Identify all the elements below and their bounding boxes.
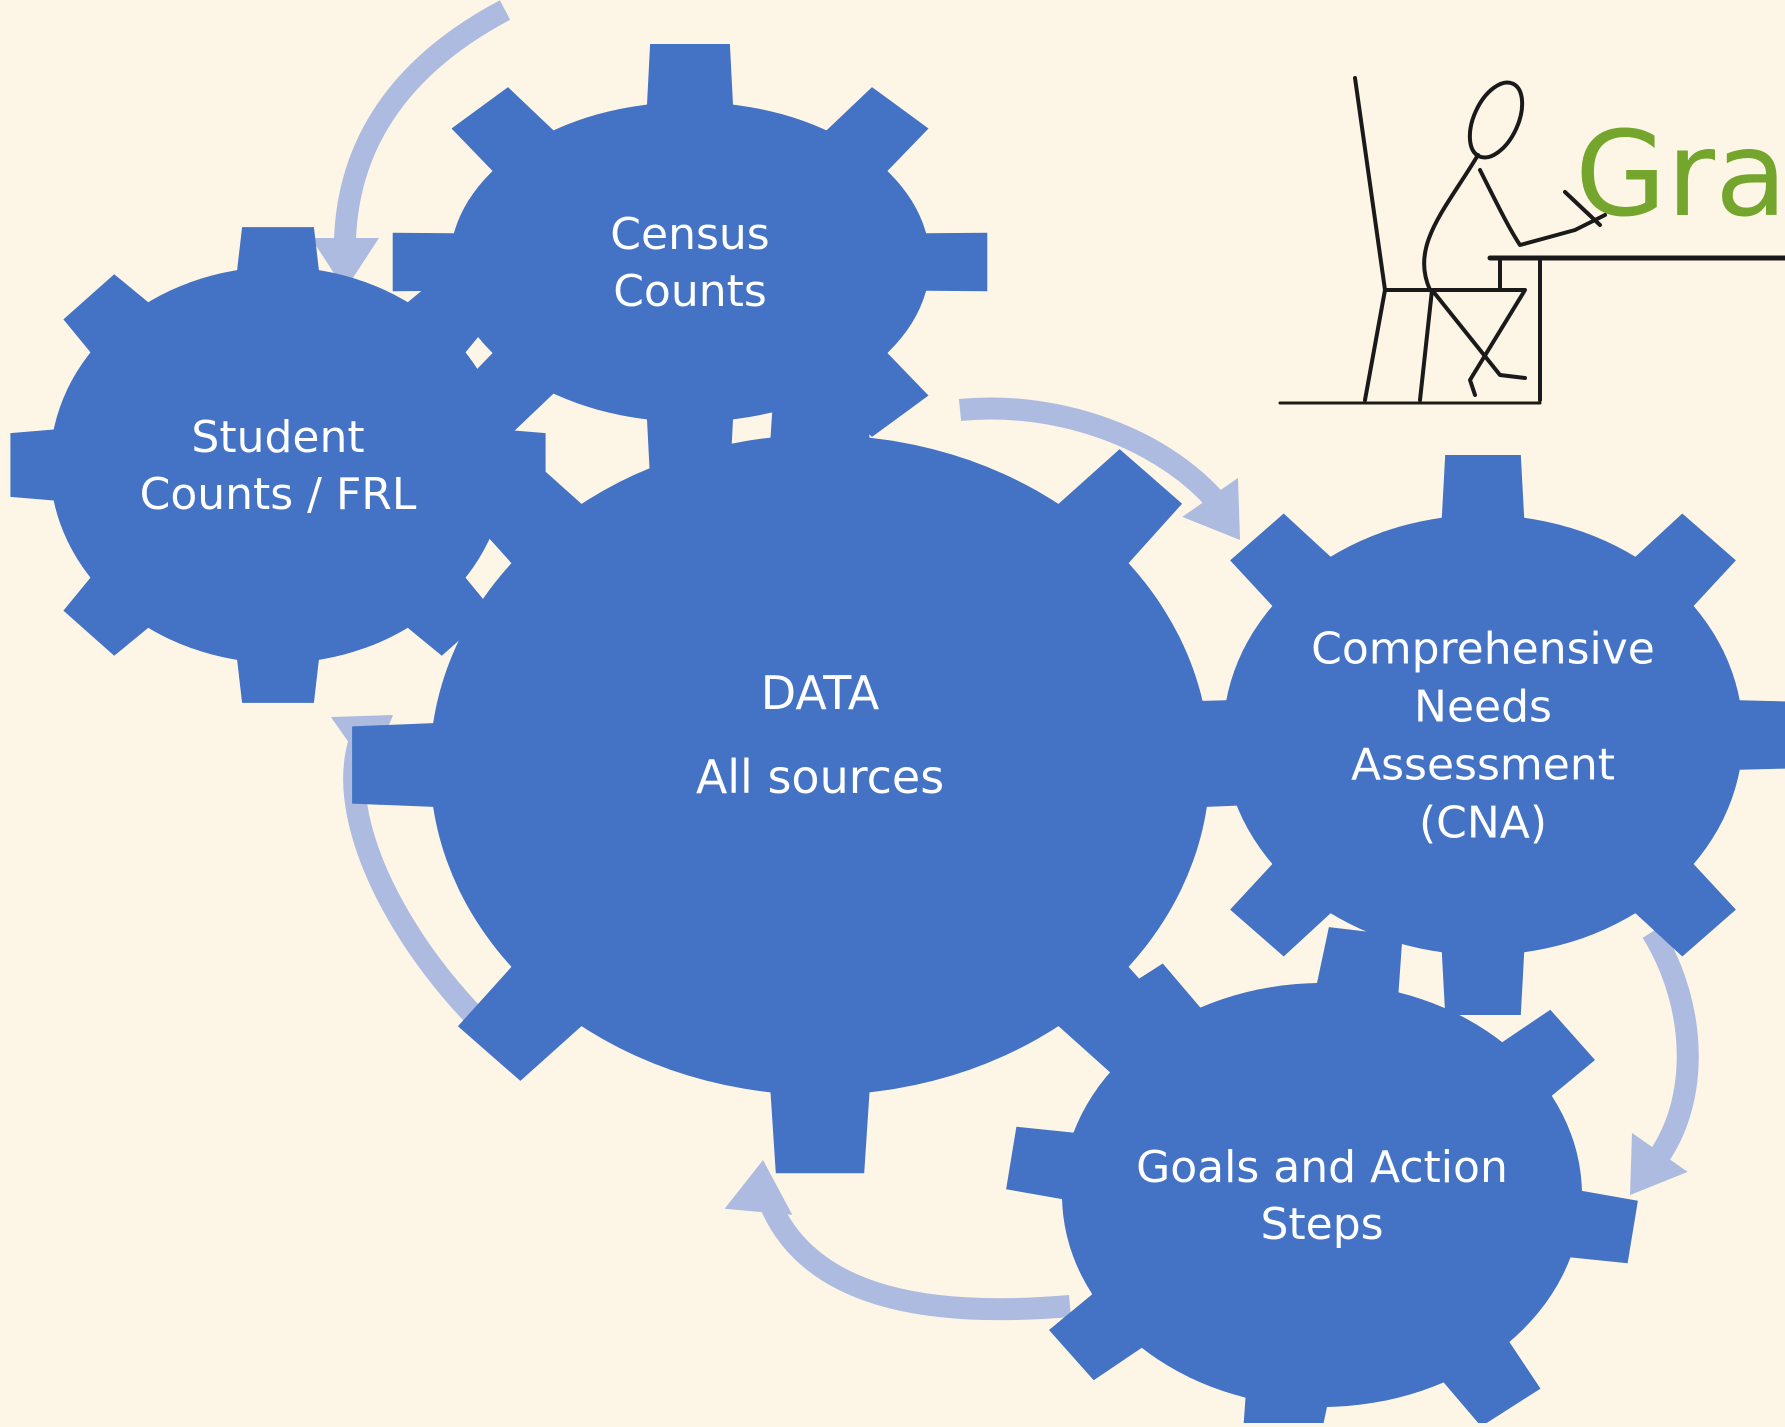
gear-cna-body	[1223, 515, 1743, 955]
arrow-top-to-student-head	[311, 238, 379, 290]
logo-text: Gra	[1575, 105, 1785, 243]
gear-cna-label-line: Needs	[1414, 681, 1552, 732]
gear-data-label-line: All sources	[696, 750, 944, 804]
arrow-census-to-cna-shaft	[958, 397, 1234, 519]
arrow-goals-to-data-shaft	[754, 1186, 1071, 1321]
gear-data: DATA All sources	[352, 356, 1288, 1174]
gear-data-body	[430, 435, 1210, 1095]
logo: Gra	[1278, 76, 1785, 405]
gear-cna-label-line: (CNA)	[1419, 797, 1547, 848]
gear-cna-label-line: Comprehensive	[1311, 623, 1655, 674]
gear-census-label-line: Census	[610, 209, 769, 260]
arrow-top-to-student-shaft	[333, 0, 511, 263]
gear-goals-label-line: Goals and Action	[1136, 1142, 1508, 1193]
gear-cna-label-line: Assessment	[1351, 739, 1615, 790]
gear-goals-body	[1062, 983, 1582, 1407]
gear-census-body	[450, 102, 930, 422]
arrow-goals-to-data-head	[724, 1160, 793, 1215]
arrow-census-to-cna-head	[1182, 477, 1240, 540]
person-at-desk-icon	[1278, 76, 1785, 405]
arrow-cna-to-goals-head	[1630, 1132, 1688, 1195]
gear-student-body	[50, 267, 506, 663]
gear-student-label-line: Counts / FRL	[140, 469, 417, 520]
gear-student-label-line: Student	[191, 412, 364, 463]
gear-goals-label-line: Steps	[1260, 1199, 1383, 1250]
arrow-cna-to-goals-shaft	[1641, 926, 1699, 1176]
gear-census-label-line: Counts	[613, 266, 767, 317]
gear-data-label-line: DATA	[761, 666, 880, 720]
